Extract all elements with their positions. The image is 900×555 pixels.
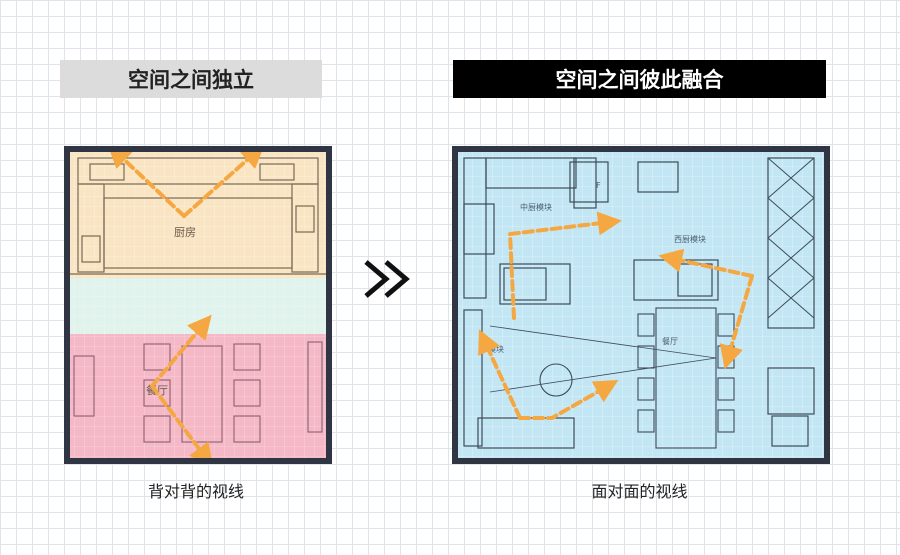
outer-wall [452, 146, 830, 464]
middle-module-label: 中厨模块 [520, 202, 552, 212]
chevron-arrow-icon [364, 260, 410, 298]
right-floor-plan: 中厨模块 西厨模块 餐厅 模块 F [452, 146, 830, 464]
left-title-banner: 空间之间独立 [60, 60, 322, 98]
right-caption: 面对面的视线 [591, 482, 688, 501]
outer-wall [64, 146, 332, 464]
fridge-label: F [596, 181, 601, 190]
left-floor-plan: 厨房 餐厅 [64, 146, 332, 464]
west-module-label: 西厨模块 [674, 234, 706, 244]
sightline-arrows [107, 146, 265, 464]
tall-units [767, 157, 815, 319]
right-title-banner: 空间之间彼此融合 [453, 60, 826, 98]
dining-label: 餐厅 [662, 337, 678, 346]
circulation-arrows [478, 211, 754, 420]
left-caption: 背对背的视线 [147, 482, 244, 501]
kitchen-label: 厨房 [174, 226, 196, 239]
kitchen-counters [70, 157, 326, 275]
